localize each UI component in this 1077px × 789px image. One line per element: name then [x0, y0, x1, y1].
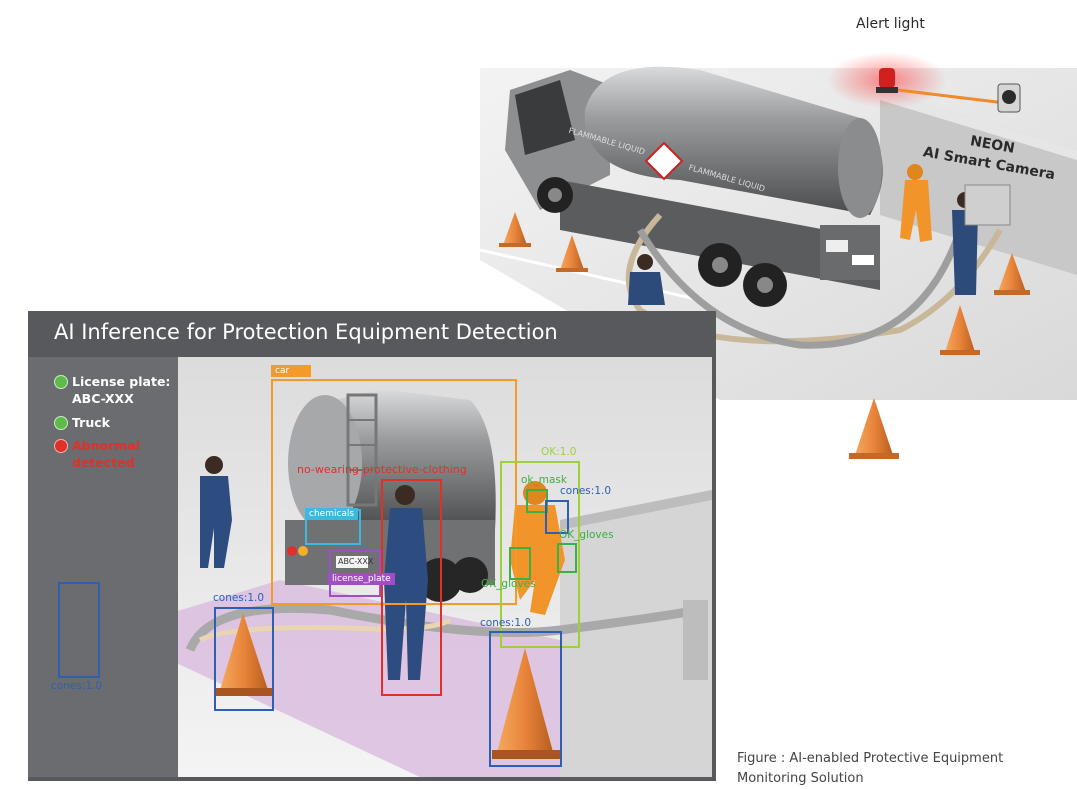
panel-right-border: [712, 357, 716, 781]
control-box: [964, 184, 1011, 226]
detection-label-ok: OK:1.0: [541, 446, 577, 458]
detection-box-ok-gloves-right: [557, 543, 577, 573]
top-worker-kneeling: [628, 254, 665, 305]
detection-label-ok-mask: ok_mask: [521, 474, 567, 486]
detection-label-cone-front: cones:1.0: [480, 617, 532, 629]
detection-label-cone-small: cones:1.0: [560, 485, 612, 497]
panel-sidebar: [28, 357, 178, 781]
detection-label-no-protective-clothing: no-wearing-protective-clothing: [297, 463, 467, 476]
alert-light-icon: [827, 52, 947, 108]
legend-text: License plate: ABC-XXX: [72, 374, 171, 406]
detection-label-cone-left: cones:1.0: [51, 680, 103, 692]
detection-label-car: car: [271, 365, 311, 377]
top-tanker-truck: [505, 66, 883, 307]
detection-box-cone-left: [58, 582, 100, 678]
panel-title-bar: [28, 311, 716, 357]
status-dot-icon: [54, 416, 68, 430]
top-worker-orange-suit: [900, 164, 932, 242]
legend-truck: Truck: [54, 414, 174, 432]
detection-box-ok-gloves-left: [509, 547, 531, 580]
inference-image: [64, 357, 712, 777]
detection-box-cone-small: [545, 500, 569, 534]
legend-text: Truck: [72, 415, 110, 430]
legend-license-plate: License plate: ABC-XXX: [54, 373, 174, 409]
alert-light-label: Alert light: [856, 16, 925, 32]
detection-label-ok-gloves-left: OK_gloves: [481, 578, 536, 590]
detection-label-chemicals: chemicals: [305, 508, 359, 520]
detection-box-no-protective-clothing: [381, 479, 442, 696]
camera-icon: [997, 83, 1021, 113]
detection-box-ok: [500, 461, 580, 648]
plate-text: ABC-XXX: [338, 557, 374, 566]
detection-box-cone-front: [489, 631, 562, 767]
detection-box-cone-middle: [214, 607, 274, 711]
status-dot-icon: [54, 439, 68, 453]
top-hose-grey: [636, 228, 964, 349]
alert-wire: [897, 88, 1006, 105]
detection-label-ok-gloves-right: OK_gloves: [559, 529, 614, 541]
detection-box-car: [271, 379, 517, 605]
detection-label-license-plate: license_plate: [328, 573, 395, 585]
legend-text: Abnormal detected: [72, 438, 141, 470]
top-cones: [499, 212, 1030, 459]
panel-bottom-border: [28, 777, 716, 781]
top-hose: [625, 212, 1003, 345]
panel-title: AI Inference for Protection Equipment De…: [54, 320, 558, 344]
legend-abnormal: Abnormal detected: [54, 437, 174, 473]
detection-label-cone-middle: cones:1.0: [213, 592, 265, 604]
status-dot-icon: [54, 375, 68, 389]
figure-caption: Figure : AI-enabled Protective Equipment…: [737, 751, 1004, 786]
